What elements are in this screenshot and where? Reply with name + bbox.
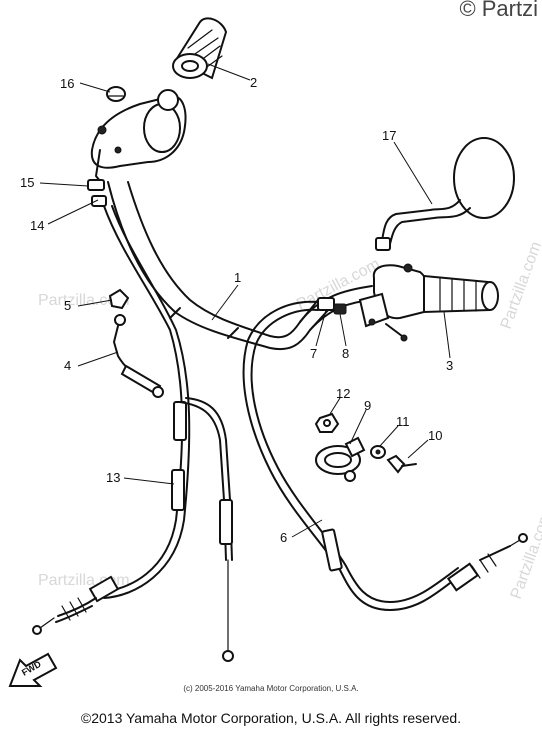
washer-11 — [370, 445, 386, 459]
leader-lines — [39, 63, 451, 538]
callout-7: 7 — [310, 346, 317, 361]
watermark-left-upper: Partzilla.com — [38, 292, 130, 309]
nut-12 — [314, 412, 340, 433]
nut-8 — [333, 303, 347, 315]
cable-6 — [242, 300, 528, 611]
copyright-small: (c) 2005-2016 Yamaha Motor Corporation, … — [183, 684, 359, 693]
watermark-right-upper: Partzilla.com — [498, 239, 542, 331]
callout-3: 3 — [446, 358, 453, 373]
throttle-grip — [358, 263, 499, 342]
callout-16: 16 — [60, 76, 74, 91]
callout-4: 4 — [64, 358, 71, 373]
bolt-10 — [386, 454, 417, 474]
callout-8: 8 — [342, 346, 349, 361]
copyright-main: ©2013 Yamaha Motor Corporation, U.S.A. A… — [80, 710, 462, 726]
cable-13-end — [32, 575, 120, 635]
adjuster-7 — [317, 297, 335, 311]
clamp-5 — [108, 288, 130, 310]
center-cable — [179, 397, 234, 662]
cap-16 — [106, 86, 126, 102]
clamp-9 — [315, 436, 366, 482]
left-lever-bracket — [90, 89, 187, 187]
fwd-arrow-icon: FWD — [8, 652, 58, 687]
callout-2: 2 — [250, 75, 257, 90]
callout-10: 10 — [428, 428, 442, 443]
watermark-right-lower: Partzilla.com — [508, 509, 542, 601]
callout-15: 15 — [20, 175, 34, 190]
callout-5: 5 — [64, 298, 71, 313]
adjuster-15 — [87, 179, 105, 191]
callout-9: 9 — [364, 398, 371, 413]
cable-6-end — [446, 533, 528, 592]
mirror — [375, 137, 515, 251]
callout-12: 12 — [336, 386, 350, 401]
watermark-corner: © Partzi — [459, 0, 538, 21]
callout-11: 11 — [396, 414, 410, 429]
callout-1: 1 — [234, 270, 241, 285]
cable-13 — [32, 205, 191, 635]
left-grip — [172, 17, 228, 80]
handlebar — [107, 181, 373, 350]
cable-4 — [113, 314, 164, 398]
callout-13: 13 — [106, 470, 120, 485]
callout-6: 6 — [280, 530, 287, 545]
adjuster-14 — [91, 195, 107, 207]
callout-14: 14 — [30, 218, 44, 233]
callout-17: 17 — [382, 128, 396, 143]
